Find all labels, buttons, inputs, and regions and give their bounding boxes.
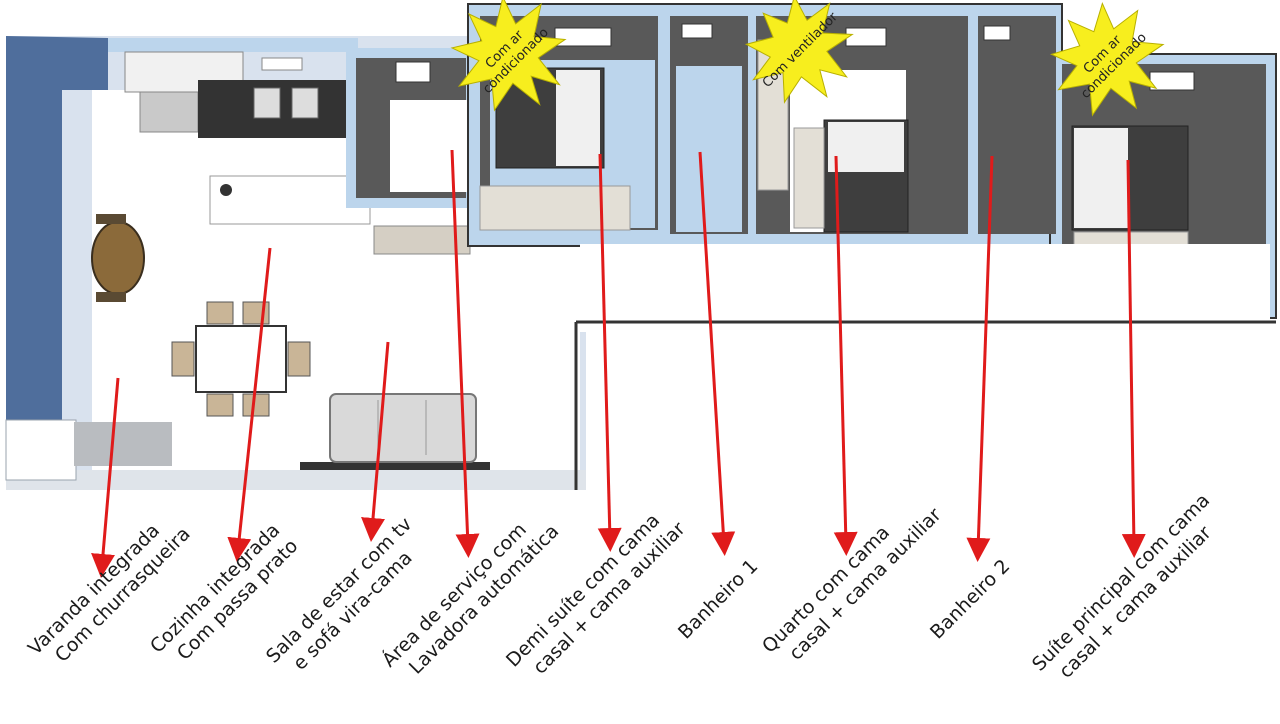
round-table-chair-2 bbox=[96, 292, 126, 302]
label-quarto: Quarto com cama casal + cama auxiliar bbox=[758, 504, 946, 665]
kitchen-sink-1 bbox=[253, 87, 281, 119]
arrow-servico bbox=[450, 149, 480, 558]
label-banheiro-1: Banheiro 1 bbox=[674, 555, 762, 643]
dining-chair-4 bbox=[242, 393, 270, 417]
label-line-1: Suíte principal com cama bbox=[1028, 489, 1214, 675]
dining-chair-6 bbox=[287, 341, 311, 377]
dining-chair-1 bbox=[206, 301, 234, 325]
floor-plan bbox=[5, 3, 1277, 490]
demi-suite-aux-bed bbox=[479, 185, 631, 231]
arrow-varanda bbox=[91, 377, 120, 578]
kitchen-appliance bbox=[139, 91, 199, 133]
kitchen-top-wall bbox=[108, 38, 358, 52]
labels: Varanda integrada Com churrasqueira Cozi… bbox=[24, 489, 1216, 682]
demi-suite-bed-linen bbox=[556, 70, 600, 166]
arrows bbox=[91, 149, 1146, 578]
banheiro-2-window bbox=[983, 25, 1011, 41]
arrow-banheiro-2 bbox=[966, 155, 994, 562]
quarto-aux-bed bbox=[793, 127, 825, 229]
sofa bbox=[329, 393, 477, 463]
arrow-demi-suite bbox=[597, 153, 622, 552]
varanda-outer-wall bbox=[6, 36, 108, 420]
counter-object bbox=[220, 184, 232, 196]
banheiro-1-floor bbox=[676, 66, 742, 232]
arrow-banheiro-1 bbox=[698, 151, 736, 556]
suite-principal-bed-linen bbox=[1074, 128, 1128, 228]
dining-chair-3 bbox=[206, 393, 234, 417]
label-varanda: Varanda integrada Com churrasqueira bbox=[24, 519, 195, 666]
left-low-wall bbox=[5, 419, 77, 481]
kitchen-window bbox=[261, 57, 303, 71]
servico-counter bbox=[373, 225, 471, 255]
dining-chair-5 bbox=[171, 341, 195, 377]
arrow-suite-principal bbox=[1121, 159, 1146, 558]
servico-window bbox=[395, 61, 431, 83]
kitchen-sink-2 bbox=[291, 87, 319, 119]
label-line-1: Banheiro 2 bbox=[926, 555, 1014, 643]
round-table bbox=[91, 221, 145, 295]
arrow-cozinha bbox=[227, 247, 272, 562]
label-suite-principal: Suíte principal com cama casal + cama au… bbox=[1028, 489, 1216, 682]
dining-table bbox=[195, 325, 287, 393]
suite-principal-window bbox=[1149, 71, 1195, 91]
label-line-2: casal + cama auxiliar bbox=[785, 504, 946, 665]
label-line-1: Banheiro 1 bbox=[674, 555, 762, 643]
floor-shadow bbox=[300, 462, 490, 470]
quarto-bed-linen bbox=[828, 122, 904, 172]
servico-floor bbox=[390, 100, 470, 192]
varanda-bench bbox=[74, 422, 172, 466]
starburst-shape bbox=[450, 0, 567, 112]
demi-suite-window bbox=[554, 27, 612, 47]
starburst-shape bbox=[744, 0, 854, 104]
label-demi-suite: Demi suíte com cama casal + cama auxilia… bbox=[502, 509, 690, 678]
banheiro-1-window bbox=[681, 23, 713, 39]
label-banheiro-2: Banheiro 2 bbox=[926, 555, 1014, 643]
arrow-sala bbox=[361, 341, 390, 542]
hallway-floor bbox=[580, 244, 1270, 332]
round-table-chair-1 bbox=[96, 214, 126, 224]
starburst-shape bbox=[1049, 1, 1165, 117]
arrow-quarto bbox=[833, 155, 858, 556]
quarto-window bbox=[845, 27, 887, 47]
bottom-wall bbox=[6, 470, 586, 490]
